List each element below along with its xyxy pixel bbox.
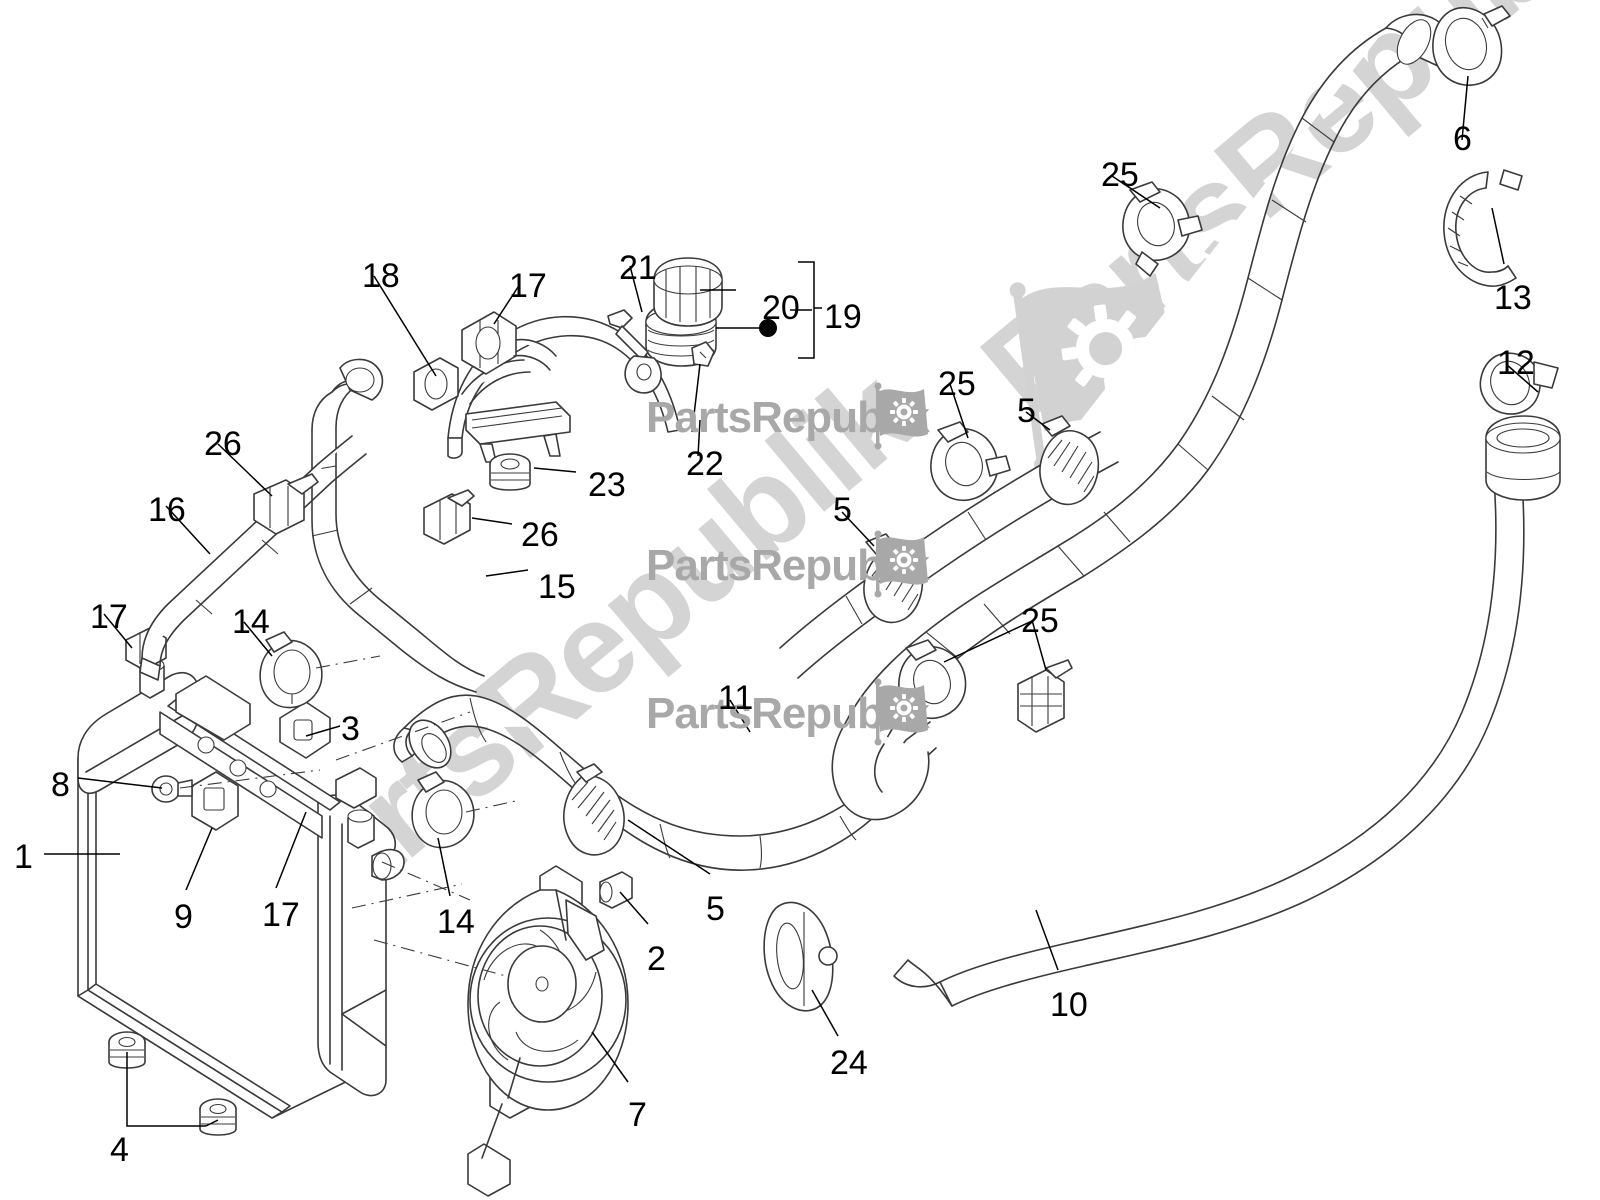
callout-17: 17 [509, 267, 547, 305]
radiator-assembly [77, 627, 405, 1136]
grommet-24 [763, 901, 838, 1012]
watermark-row-3: PartsRepublik [646, 678, 931, 746]
connector-18 [413, 357, 459, 411]
grommet-4b [199, 1098, 237, 1136]
hose-16 [139, 435, 367, 681]
tank-bracket-screw-21 [607, 309, 662, 394]
pipe-mid-right [779, 181, 1203, 733]
callout-22: 22 [686, 445, 724, 483]
alignment-line-clamp14b [465, 799, 521, 813]
hose-clamp-5-lower [563, 763, 625, 856]
callout-25: 25 [938, 365, 976, 403]
hose-clamp-14b [411, 771, 475, 849]
callout-5: 5 [833, 491, 852, 529]
callout-4: 4 [110, 1131, 129, 1169]
expansion-tank-19 [413, 257, 723, 491]
hose-clamp-5-upper [1039, 415, 1100, 506]
callout-13: 13 [1494, 279, 1532, 317]
callout-8: 8 [51, 766, 70, 804]
watermark-row-1: PartsRepublik [646, 382, 931, 450]
callout-6: 6 [1453, 120, 1472, 158]
callout-19: 19 [824, 298, 862, 336]
callout-11: 11 [718, 679, 754, 717]
callout-17: 17 [90, 598, 128, 636]
pipe-upper-right [831, 13, 1450, 821]
expansion-tank-cap-20 [653, 257, 723, 327]
callout-26: 26 [204, 425, 242, 463]
alignment-line-radiator-fan [335, 711, 471, 761]
hose-clamp-6 [1432, 5, 1511, 86]
callout-25: 25 [1101, 156, 1139, 194]
callout-2: 2 [647, 940, 666, 978]
callout-16: 16 [148, 491, 186, 529]
grommet-23 [489, 453, 531, 491]
callout-21: 21 [619, 249, 657, 287]
hose-clamp-13 [1443, 169, 1523, 287]
callout-1: 1 [14, 838, 33, 876]
tank-clip-22 [691, 341, 715, 433]
hose-clip-26a [253, 473, 319, 535]
callout-10: 10 [1050, 986, 1088, 1024]
callout-5: 5 [706, 890, 725, 928]
callout-12: 12 [1497, 344, 1535, 382]
alignment-line-fan-center [373, 939, 507, 977]
callout-7: 7 [628, 1096, 647, 1134]
hose-15 [311, 358, 485, 693]
callout-23: 23 [588, 466, 626, 504]
alignment-line-bolt8 [179, 769, 321, 789]
hose-clamp-12 [1479, 352, 1559, 415]
callout-5: 5 [1017, 392, 1036, 430]
hose-11 [393, 694, 937, 871]
callout-15: 15 [538, 568, 576, 606]
fan-bolt-2 [599, 871, 633, 909]
hose-clamp-25-mid [930, 421, 1011, 502]
callout-17: 17 [262, 896, 300, 934]
callout-25: 25 [1021, 602, 1059, 640]
hose-clip-25-block [1017, 659, 1073, 733]
hose-clamp-25-top [1122, 181, 1203, 277]
pipe-10-main [893, 386, 1561, 1007]
alignment-line-clamp14a [315, 655, 381, 669]
callout-18: 18 [362, 257, 400, 295]
callout-14: 14 [437, 903, 475, 941]
callout-24: 24 [830, 1044, 868, 1082]
callout-14: 14 [232, 603, 270, 641]
leader-lines [44, 75, 1539, 1127]
callout-9: 9 [174, 898, 193, 936]
hose-clip-26b [423, 489, 475, 545]
watermark-row-2: PartsRepublik [646, 530, 931, 598]
hose-clamp-14a [259, 631, 323, 709]
callout-26: 26 [521, 516, 559, 554]
alignment-line-radiator-lower [351, 883, 463, 909]
callout-3: 3 [341, 710, 360, 748]
callout-20: 20 [762, 289, 800, 327]
cooling-fan-assembly [467, 865, 633, 1197]
